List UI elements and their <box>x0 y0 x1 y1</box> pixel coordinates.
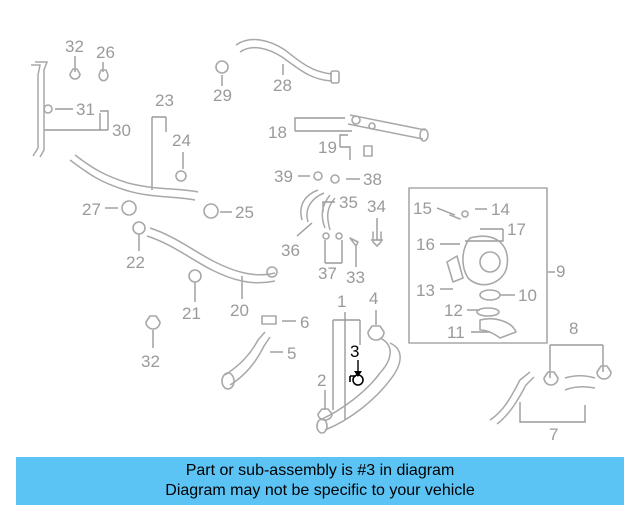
callout-38: 38 <box>363 170 382 189</box>
callout-7: 7 <box>549 425 558 444</box>
parts <box>31 38 612 434</box>
callout-27: 27 <box>82 200 101 219</box>
callout-2: 2 <box>317 371 326 390</box>
callout-30: 30 <box>112 121 131 140</box>
callout-37: 37 <box>318 264 337 283</box>
leader-lines <box>44 56 604 423</box>
caption-line-2: Diagram may not be specific to your vehi… <box>165 482 475 499</box>
callout-24: 24 <box>172 131 191 150</box>
callout-16: 16 <box>416 235 435 254</box>
callout-23: 23 <box>155 91 174 110</box>
callout-31: 31 <box>76 100 95 119</box>
caption-line-1: Part or sub-assembly is #3 in diagram <box>185 462 455 479</box>
callout-9: 9 <box>556 262 565 281</box>
callout-15: 15 <box>413 199 432 218</box>
callout-8: 8 <box>569 319 578 338</box>
callout-13: 13 <box>416 281 435 300</box>
callout-32: 32 <box>141 352 160 371</box>
callout-34: 34 <box>367 197 386 216</box>
callout-1: 1 <box>337 292 346 311</box>
callout-17: 17 <box>507 220 526 239</box>
callout-39: 39 <box>274 167 293 186</box>
callout-6: 6 <box>300 313 309 332</box>
callout-19: 19 <box>318 138 337 157</box>
callout-36: 36 <box>281 241 300 260</box>
callout-5: 5 <box>287 344 296 363</box>
parts-diagram: 32 26 31 30 29 28 23 24 18 19 39 38 35 3… <box>31 37 612 444</box>
callout-10: 10 <box>518 286 537 305</box>
callout-33: 33 <box>346 268 365 287</box>
callout-18: 18 <box>268 123 287 142</box>
callout-22: 22 <box>126 253 145 272</box>
callout-32: 32 <box>65 37 84 56</box>
callout-25: 25 <box>235 203 254 222</box>
part-3-clamp <box>349 374 364 386</box>
callout-26: 26 <box>96 43 115 62</box>
callout-20: 20 <box>230 301 249 320</box>
callout-28: 28 <box>273 76 292 95</box>
leader-3-arrow <box>354 371 362 377</box>
callout-35: 35 <box>339 193 358 212</box>
callout-11: 11 <box>447 323 465 342</box>
callout-12: 12 <box>444 301 463 320</box>
callout-29: 29 <box>213 86 232 105</box>
callout-21: 21 <box>182 304 201 323</box>
caption-banner: Part or sub-assembly is #3 in diagram Di… <box>16 457 624 505</box>
callout-4: 4 <box>369 289 378 308</box>
callout-3-highlighted: 3 <box>350 342 359 361</box>
callout-14: 14 <box>491 200 510 219</box>
